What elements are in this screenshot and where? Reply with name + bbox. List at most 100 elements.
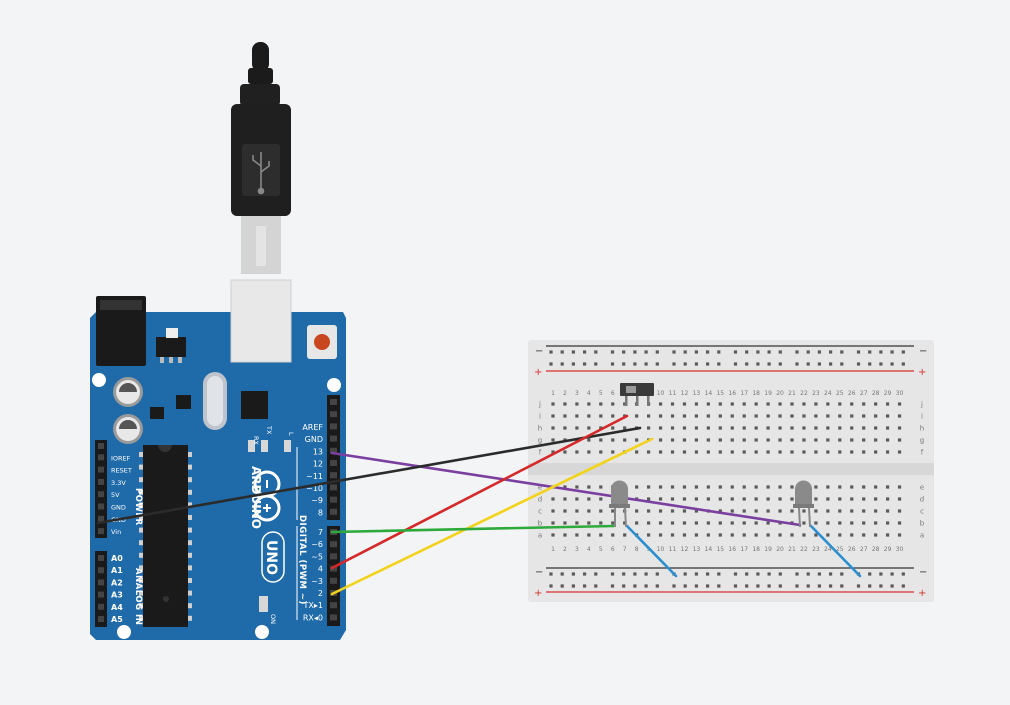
breadboard-hole[interactable]	[658, 509, 663, 513]
breadboard-hole[interactable]	[838, 497, 842, 501]
breadboard-hole[interactable]	[587, 450, 591, 454]
breadboard-hole[interactable]	[874, 509, 878, 513]
led-2[interactable]	[793, 480, 814, 528]
breadboard[interactable]: − − + + − − + + 112233445566778899101011…	[528, 340, 934, 602]
breadboard-hole[interactable]	[563, 450, 567, 454]
breadboard-hole[interactable]	[587, 426, 591, 430]
breadboard-hole[interactable]	[658, 450, 663, 454]
breadboard-hole[interactable]	[551, 402, 555, 406]
breadboard-hole[interactable]	[563, 426, 567, 430]
breadboard-hole[interactable]	[790, 497, 794, 501]
breadboard-hole[interactable]	[742, 509, 746, 513]
rail-hole[interactable]	[868, 350, 872, 354]
rail-hole[interactable]	[672, 362, 676, 366]
breadboard-hole[interactable]	[551, 426, 555, 430]
breadboard-hole[interactable]	[658, 485, 663, 489]
breadboard-hole[interactable]	[706, 402, 710, 406]
breadboard-hole[interactable]	[850, 509, 854, 513]
breadboard-hole[interactable]	[850, 497, 854, 501]
breadboard-hole[interactable]	[670, 414, 675, 418]
breadboard-hole[interactable]	[802, 414, 806, 418]
header-socket[interactable]	[330, 423, 337, 430]
rail-hole[interactable]	[672, 350, 676, 354]
breadboard-hole[interactable]	[611, 450, 615, 454]
breadboard-hole[interactable]	[563, 485, 567, 489]
breadboard-hole[interactable]	[730, 533, 734, 537]
breadboard-hole[interactable]	[742, 402, 746, 406]
breadboard-hole[interactable]	[682, 509, 687, 513]
rail-hole[interactable]	[644, 572, 648, 576]
rail-hole[interactable]	[840, 362, 844, 366]
wire-red[interactable]	[330, 414, 629, 570]
rail-hole[interactable]	[890, 362, 894, 366]
rail-hole[interactable]	[778, 362, 782, 366]
breadboard-hole[interactable]	[563, 521, 567, 525]
breadboard-hole[interactable]	[862, 533, 866, 537]
breadboard-hole[interactable]	[826, 414, 830, 418]
breadboard-hole[interactable]	[778, 450, 782, 454]
breadboard-hole[interactable]	[694, 438, 698, 442]
breadboard-hole[interactable]	[575, 402, 579, 406]
breadboard-hole[interactable]	[897, 497, 902, 501]
breadboard-hole[interactable]	[754, 485, 758, 489]
breadboard-hole[interactable]	[563, 497, 567, 501]
breadboard-hole[interactable]	[754, 438, 758, 442]
breadboard-hole[interactable]	[754, 509, 758, 513]
breadboard-hole[interactable]	[897, 402, 902, 406]
breadboard-hole[interactable]	[682, 438, 687, 442]
rail-hole[interactable]	[840, 572, 844, 576]
breadboard-hole[interactable]	[599, 426, 603, 430]
breadboard-hole[interactable]	[694, 521, 698, 525]
breadboard-hole[interactable]	[551, 521, 555, 525]
breadboard-hole[interactable]	[718, 521, 722, 525]
breadboard-hole[interactable]	[886, 521, 890, 525]
rail-hole[interactable]	[756, 584, 760, 588]
breadboard-hole[interactable]	[670, 509, 675, 513]
rail-hole[interactable]	[717, 350, 721, 354]
rail-hole[interactable]	[879, 572, 883, 576]
rail-hole[interactable]	[683, 572, 687, 576]
rail-hole[interactable]	[901, 350, 905, 354]
breadboard-hole[interactable]	[730, 438, 734, 442]
breadboard-hole[interactable]	[742, 485, 746, 489]
breadboard-hole[interactable]	[886, 533, 890, 537]
breadboard-hole[interactable]	[658, 402, 663, 406]
breadboard-hole[interactable]	[694, 497, 698, 501]
breadboard-hole[interactable]	[611, 426, 615, 430]
breadboard-hole[interactable]	[670, 533, 675, 537]
header-socket[interactable]	[98, 466, 104, 473]
breadboard-hole[interactable]	[897, 533, 902, 537]
breadboard-hole[interactable]	[742, 497, 746, 501]
breadboard-hole[interactable]	[826, 509, 830, 513]
rail-hole[interactable]	[879, 362, 883, 366]
breadboard-hole[interactable]	[587, 402, 591, 406]
breadboard-hole[interactable]	[790, 402, 794, 406]
breadboard-hole[interactable]	[611, 521, 615, 525]
breadboard-hole[interactable]	[647, 509, 651, 513]
header-socket[interactable]	[98, 491, 104, 498]
rail-hole[interactable]	[806, 584, 810, 588]
breadboard-hole[interactable]	[599, 497, 603, 501]
rail-hole[interactable]	[756, 350, 760, 354]
breadboard-hole[interactable]	[611, 414, 615, 418]
rail-hole[interactable]	[879, 584, 883, 588]
breadboard-hole[interactable]	[647, 414, 651, 418]
rail-hole[interactable]	[817, 584, 821, 588]
breadboard-hole[interactable]	[838, 402, 842, 406]
rail-hole[interactable]	[756, 362, 760, 366]
rail-hole[interactable]	[644, 584, 648, 588]
rail-hole[interactable]	[549, 350, 553, 354]
breadboard-hole[interactable]	[658, 533, 663, 537]
breadboard-hole[interactable]	[575, 450, 579, 454]
header-socket[interactable]	[98, 579, 104, 586]
breadboard-hole[interactable]	[754, 402, 758, 406]
breadboard-hole[interactable]	[826, 450, 830, 454]
rail-hole[interactable]	[694, 584, 698, 588]
breadboard-hole[interactable]	[658, 521, 663, 525]
rail-hole[interactable]	[571, 584, 575, 588]
breadboard-hole[interactable]	[730, 509, 734, 513]
breadboard-hole[interactable]	[826, 533, 830, 537]
rail-hole[interactable]	[694, 572, 698, 576]
breadboard-hole[interactable]	[551, 533, 555, 537]
